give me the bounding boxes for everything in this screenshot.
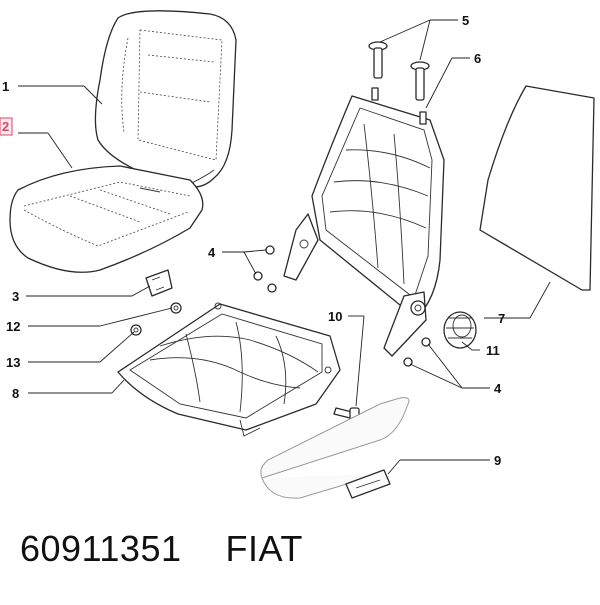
callout-labels: 1 2 3 4 4 5 6 7 8 9 10 11 12 13 — [0, 13, 505, 468]
backrest-cushion — [94, 10, 237, 188]
rear-panel-part-7 — [479, 85, 595, 291]
callout-1: 1 — [2, 79, 9, 94]
callout-10: 10 — [328, 309, 342, 324]
callout-12: 12 — [6, 319, 20, 334]
seat-frame — [117, 302, 341, 437]
pins-part-5 — [368, 41, 430, 101]
callout-2-box — [0, 117, 13, 136]
bolt-part-12 — [170, 302, 182, 314]
brand-name: FIAT — [225, 528, 303, 569]
callout-4-left: 4 — [208, 245, 216, 260]
callout-11: 11 — [486, 343, 500, 358]
callout-6: 6 — [474, 51, 481, 66]
callout-9: 9 — [494, 453, 501, 468]
callout-5: 5 — [462, 13, 469, 28]
part-reference-footer: 60911351 FIAT — [20, 528, 303, 570]
bracket-part-3 — [145, 269, 173, 297]
callout-8: 8 — [12, 386, 19, 401]
callout-3: 3 — [12, 289, 19, 304]
callout-7: 7 — [498, 311, 505, 326]
callout-13: 13 — [6, 355, 20, 370]
callout-4-right: 4 — [494, 381, 502, 396]
screws-part-4-right — [403, 337, 431, 367]
knob-part-11 — [443, 311, 477, 349]
callout-2: 2 — [2, 119, 9, 134]
backrest-frame — [283, 87, 445, 357]
leader-lines — [18, 19, 551, 475]
side-trim-part-9 — [260, 397, 410, 499]
seat-cushion — [9, 165, 204, 273]
part-number: 60911351 — [20, 528, 182, 569]
screws-part-4-left — [253, 245, 277, 293]
